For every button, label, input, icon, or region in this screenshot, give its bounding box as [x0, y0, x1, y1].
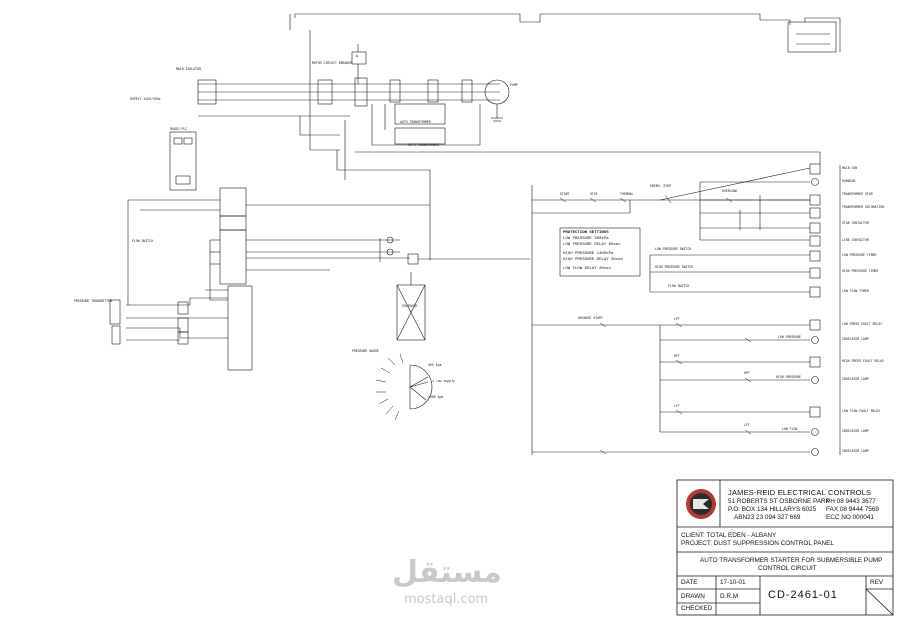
- load-label: TRANSFORMER STAR: [842, 192, 873, 196]
- load-label: INDICATOR LAMP: [842, 337, 869, 341]
- contact-label: STOP: [590, 192, 598, 196]
- project-line: PROJECT: DUST SUPPRESSION CONTROL PANEL: [681, 540, 834, 547]
- contact-label: HPT: [674, 354, 680, 358]
- timer-label: LOW PRESSURE SWITCH: [655, 247, 692, 251]
- company-address-2: P.O. BOX 134 HILLARYS 6025: [728, 506, 817, 513]
- protection-line-2: LOW PRESSURE DELAY 60sec: [563, 243, 621, 247]
- load-label: HIGH PRESSURE TIMER: [842, 269, 879, 273]
- company-abn: ABN23 23 094 327 669: [734, 514, 801, 521]
- load-label: HIGH PRESS FAULT RELAY: [842, 359, 885, 363]
- probe-label: PRESSURE TRANSMITTER: [74, 299, 113, 303]
- description-line-1: AUTO TRANSFORMER STARTER FOR SUBMERSIBLE…: [700, 557, 883, 564]
- load-label: LOW PRESS FAULT RELAY: [842, 322, 883, 326]
- company-fax: FAX 08 9444 7569: [826, 506, 879, 513]
- lamp-label: HIGH PRESSURE: [776, 375, 801, 379]
- protection-line-5: LOW FLOW DELAY 20sec: [563, 267, 612, 271]
- load-label: RUNNING: [842, 179, 856, 183]
- transformer-label-2: AUTO TRANSFORMER: [408, 143, 439, 147]
- supply-label: SUPPLY 415V/50Hz: [130, 97, 161, 101]
- timer-label: ADVANCE START: [578, 316, 603, 320]
- watermark-arabic: مستقل: [392, 555, 502, 590]
- gauge-mark: 300 kpa: [428, 363, 442, 367]
- isolator-label: MAIN ISOLATOR: [176, 67, 201, 71]
- valve-label: SOLENOID: [402, 304, 418, 308]
- drawn-label: DRAWN: [681, 593, 705, 600]
- description-line-2: CONTROL CIRCUIT: [758, 565, 817, 572]
- gauge-label: PRESSURE GAUGE: [352, 349, 379, 353]
- load-label: INDICATOR LAMP: [842, 449, 869, 453]
- drawing-number: CD-2461-01: [768, 589, 838, 601]
- load-label: LOW FLOW FAULT RELAY: [842, 409, 881, 413]
- load-label: TRANSFORMER SATURATION: [842, 205, 885, 209]
- contact-label: EMERG. STOP: [650, 184, 672, 188]
- company-name: JAMES-REID ELECTRICAL CONTROLS: [728, 488, 872, 497]
- flow-label: FLOW SWITCH: [132, 239, 154, 243]
- rtu-label: RADIO PLC: [170, 127, 188, 131]
- company-ec: ECC NO 000041: [826, 514, 874, 521]
- contact-label: LFT: [674, 404, 680, 408]
- contact-label: START: [560, 192, 570, 196]
- load-label: LINE CONTACTOR: [842, 238, 869, 242]
- contact-label: THERMAL: [620, 192, 634, 196]
- protection-line-1: LOW PRESSURE 300kPa: [563, 237, 609, 241]
- protection-line-4: HIGH PRESSURE DELAY 30sec: [563, 258, 624, 262]
- load-label: LOW FLOW TIMER: [842, 289, 869, 293]
- timer-label: HIGH PRESSURE SWITCH: [655, 265, 694, 269]
- protection-line-3: HIGH PRESSURE 1400kPa: [563, 252, 614, 256]
- date-value: 17-10-01: [720, 579, 746, 586]
- company-address-1: 51 ROBERTS ST OSBORNE PARK: [728, 498, 830, 505]
- contact-label: HPT: [744, 371, 750, 375]
- company-logo: [683, 487, 719, 521]
- lamp-label: LOW FLOW: [782, 427, 798, 431]
- transformer-label: AUTO TRANSFORMER: [400, 120, 431, 124]
- checked-label: CHECKED: [681, 605, 713, 612]
- company-phone: PH 08 9443 3677: [826, 498, 876, 505]
- load-label: INDICATOR LAMP: [842, 429, 869, 433]
- contact-label: LPT: [674, 317, 680, 321]
- load-label: LOW PRESSURE TIMER: [842, 253, 877, 257]
- gauge-mark: 1400 kpa: [428, 395, 444, 399]
- date-label: DATE: [681, 579, 698, 586]
- rev-label: REV: [870, 579, 884, 586]
- protection-heading: PROTECTION SETTINGS: [563, 231, 609, 235]
- breaker-label: MOTOR CIRCUIT BREAKER: [312, 61, 353, 65]
- ammeter-label: A: [356, 54, 358, 58]
- drawn-value: D.R.M: [720, 593, 739, 600]
- contact-label: LFT: [744, 423, 750, 427]
- contact-label: OVERLOAD: [722, 189, 738, 193]
- load-label: STAR CONTACTOR: [842, 221, 869, 225]
- load-label: MAIN CON: [842, 166, 858, 170]
- timer-label: FLOW SWITCH: [668, 284, 690, 288]
- motor-label: PUMP: [510, 83, 518, 87]
- lamp-label: LOW PRESSURE: [778, 335, 801, 339]
- load-label: INDICATOR LAMP: [842, 377, 869, 381]
- watermark-latin: mostaql.com: [404, 592, 489, 607]
- client-line: CLIENT: TOTAL EDEN - ALBANY: [681, 532, 777, 539]
- gauge-mark: 1 low supply: [432, 379, 455, 383]
